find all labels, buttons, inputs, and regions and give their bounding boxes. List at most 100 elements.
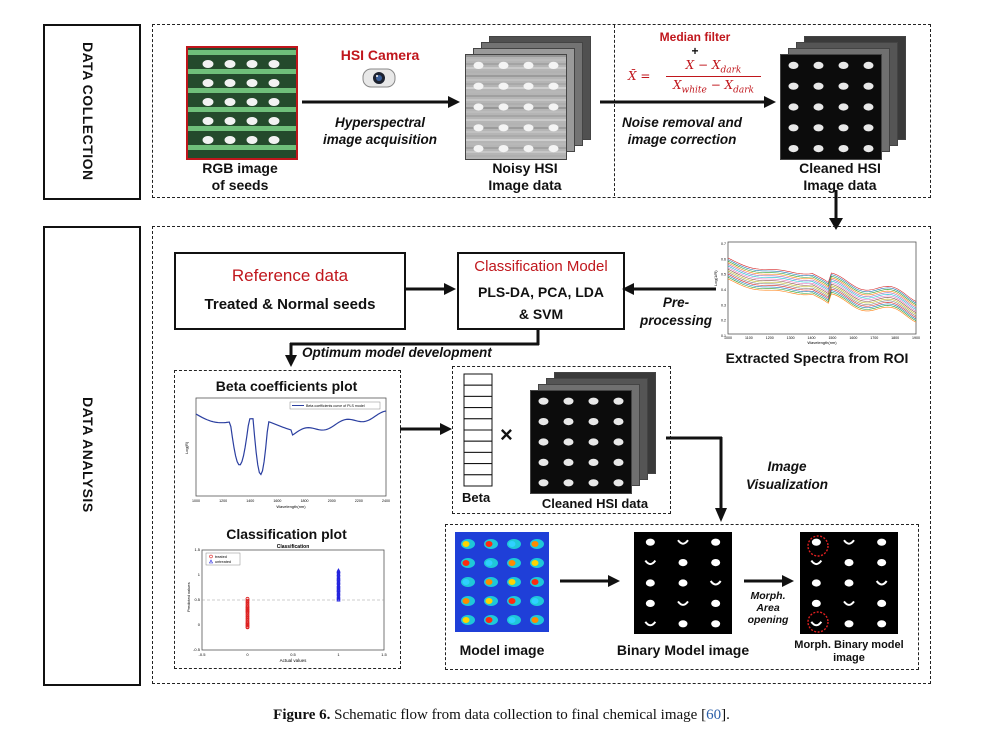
clean-seed (863, 145, 874, 153)
formula-denominator: Xwhite − Xdark (666, 78, 761, 95)
rgb-stripe (188, 126, 296, 131)
beta-legend: Beta coefficients curve of PLS model (306, 404, 365, 408)
beta-xtick: 1400 (246, 499, 254, 503)
morph-line3: opening (747, 614, 789, 626)
model-image (455, 532, 549, 632)
treated-point (245, 618, 250, 622)
camera-icon (361, 66, 397, 92)
noisy-seed (473, 61, 484, 69)
noisy-seed (498, 82, 509, 90)
beta-xtick: 2000 (328, 499, 336, 503)
untreated-point (336, 568, 341, 572)
clean-seed (838, 61, 849, 69)
clean-seed (863, 82, 874, 90)
model-seed-core (508, 560, 516, 566)
clean-seed (613, 438, 624, 446)
spectrum-line (727, 264, 917, 309)
formula-fraction-bar (666, 76, 761, 77)
spectra-label: Extracted Spectra from ROI (725, 350, 909, 366)
figure-number: Figure 6. (273, 707, 331, 723)
treated-point (245, 607, 250, 611)
rgb-seed (224, 79, 236, 87)
class-xtick: -0.5 (199, 652, 207, 657)
noisy-seed (523, 145, 534, 153)
spectra-xtick: 1000 (724, 336, 732, 340)
noise-stripe (466, 75, 566, 77)
spectrum-line (727, 272, 917, 317)
cleaned-hsi-stack-2 (530, 372, 660, 494)
noisy-label-line2: Image data (488, 177, 562, 193)
model-seed-core (508, 598, 516, 604)
morph-seed (877, 559, 887, 567)
spectrum-line (727, 270, 917, 315)
untreated-point (336, 575, 341, 580)
rgb-seed (268, 79, 280, 87)
noisy-seed (498, 61, 509, 69)
clean-seed (863, 103, 874, 111)
plots-panel (174, 370, 401, 669)
panel-divider (614, 25, 615, 196)
beta-to-multiply-arrow (400, 422, 454, 441)
visualization-line1: Image (767, 459, 807, 474)
spectrum-line (727, 276, 917, 321)
binary-seed (711, 538, 721, 546)
morph-seed (877, 599, 887, 607)
untreated-point (336, 572, 341, 577)
classification-title: Classification Model (474, 258, 608, 275)
class-xtick: 1 (337, 652, 340, 657)
optimum-label: Optimum model development (302, 345, 492, 360)
morph-seed (877, 620, 887, 628)
model-seed-core (531, 541, 539, 547)
noisy-hsi-stack (465, 36, 593, 160)
cleaned2-layer-front (530, 390, 632, 494)
noise-stripe (466, 87, 566, 89)
binary-image-label: Binary Model image (616, 642, 750, 658)
morph-line1: Morph. (750, 590, 786, 602)
treated-point (245, 620, 250, 624)
class-ytick: 1.5 (194, 547, 200, 552)
noisy-seed (473, 82, 484, 90)
spectrum-line (727, 268, 917, 313)
morph-seed (877, 538, 887, 546)
clean-seed (813, 82, 824, 90)
model-seed-core (485, 579, 493, 585)
noise-stripe (466, 99, 566, 101)
clean-seed (613, 458, 624, 466)
beta-xtick: 1200 (219, 499, 227, 503)
highlight-circle-bottom (807, 611, 829, 633)
spectrum-line (727, 260, 917, 305)
noisy-label-line1: Noisy HSI (492, 160, 558, 176)
model-image-label: Model image (459, 642, 545, 658)
morph-binary-label: Morph. Binary model image (786, 639, 912, 665)
untreated-point (336, 596, 341, 601)
spectrum-line (727, 265, 917, 310)
noise-stripe (466, 63, 566, 65)
spectrum-line (727, 278, 917, 323)
untreated-point (336, 590, 341, 595)
formula-den-mid: − X (706, 78, 734, 92)
noise-stripe (466, 55, 566, 57)
output-panel (445, 524, 919, 670)
untreated-point (336, 569, 341, 574)
model-seed-core (508, 617, 516, 623)
formula-num-sub: dark (720, 65, 742, 76)
beta-cell (463, 451, 493, 465)
model-seed-core (531, 579, 539, 585)
noise-label: Noise removal and image correction (612, 114, 752, 148)
binary-to-morph-arrow (744, 574, 796, 593)
beta-xtick: 2400 (382, 499, 390, 503)
beta-xtick: 1000 (192, 499, 200, 503)
beta-cell (463, 429, 493, 442)
beta-label: Beta (462, 490, 491, 505)
morph-seed (875, 580, 888, 586)
noisy-seed (548, 103, 559, 111)
rgb-seed (246, 136, 258, 144)
data-collection-label: DATA COLLECTION (80, 41, 96, 181)
noise-stripe (466, 107, 566, 109)
noisy-seed (473, 103, 484, 111)
binary-seed (678, 579, 688, 587)
citation-link[interactable]: 60 (706, 707, 722, 723)
untreated-point (336, 595, 341, 600)
rgb-seed (202, 60, 214, 68)
